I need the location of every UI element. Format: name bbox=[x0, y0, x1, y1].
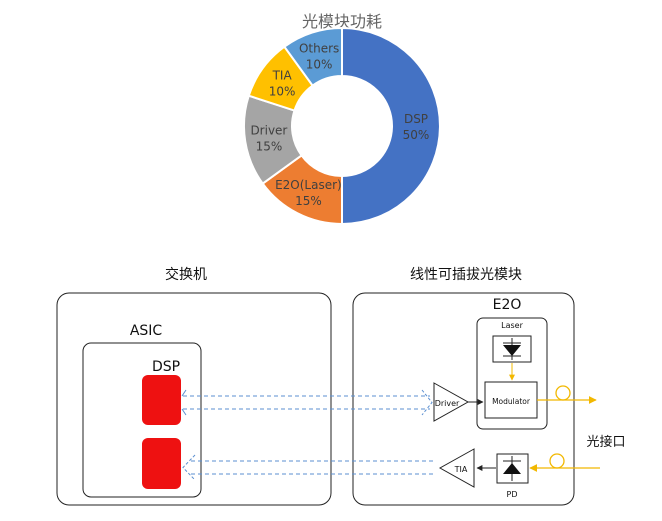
dsp-rx-block bbox=[142, 438, 181, 489]
e2o-box bbox=[476, 317, 548, 430]
asic-box bbox=[82, 342, 202, 498]
switch-box bbox=[56, 292, 332, 506]
laser-label: Laser bbox=[501, 321, 523, 330]
slice-percent-label: 10% bbox=[306, 58, 333, 72]
slice-label: Driver bbox=[250, 124, 287, 138]
rx-electrical-link bbox=[182, 454, 436, 481]
donut-slice-others bbox=[283, 26, 343, 87]
slice-percent-label: 50% bbox=[403, 128, 430, 142]
laser-diode-icon bbox=[492, 335, 532, 363]
slice-label: E2O(Laser) bbox=[275, 178, 342, 192]
slice-percent-label: 15% bbox=[295, 194, 322, 208]
slice-percent-label: 15% bbox=[256, 140, 283, 154]
pd-label: PD bbox=[507, 490, 518, 499]
asic-label: ASIC bbox=[130, 323, 163, 339]
rx-optical-fiber bbox=[529, 453, 600, 472]
slice-label: TIA bbox=[272, 69, 293, 83]
chart-title: 光模块功耗 bbox=[302, 12, 382, 31]
driver-label: Driver bbox=[435, 399, 460, 408]
tia-label: TIA bbox=[454, 465, 468, 474]
dsp-tx-block bbox=[142, 375, 181, 425]
switch-title: 交换机 bbox=[165, 266, 207, 283]
photodiode-icon bbox=[496, 453, 529, 484]
slice-label: DSP bbox=[404, 112, 428, 126]
donut-slices bbox=[243, 26, 441, 226]
slice-label: Others bbox=[299, 42, 339, 56]
module-title: 线性可插拔光模块 bbox=[410, 267, 522, 283]
tia-amplifier-icon bbox=[438, 448, 475, 488]
tx-electrical-link bbox=[181, 389, 433, 416]
module-box bbox=[352, 292, 575, 506]
slice-percent-label: 10% bbox=[269, 85, 296, 99]
donut-chart: 光模块功耗 DSP 50% E2O(Laser) 15% Driver 15% TIA 10%… bbox=[243, 12, 441, 226]
modulator-label: Modulator bbox=[492, 397, 531, 406]
donut-slice-dsp bbox=[341, 26, 441, 226]
e2o-label: E2O bbox=[493, 297, 522, 313]
donut-labels: DSP 50% E2O(Laser) 15% Driver 15% TIA 10% Others… bbox=[250, 42, 429, 208]
tx-optical-fiber bbox=[537, 385, 597, 404]
optical-port-label: 光接口 bbox=[586, 434, 625, 450]
dsp-label: DSP bbox=[152, 359, 180, 375]
driver-amplifier-icon bbox=[433, 382, 470, 422]
